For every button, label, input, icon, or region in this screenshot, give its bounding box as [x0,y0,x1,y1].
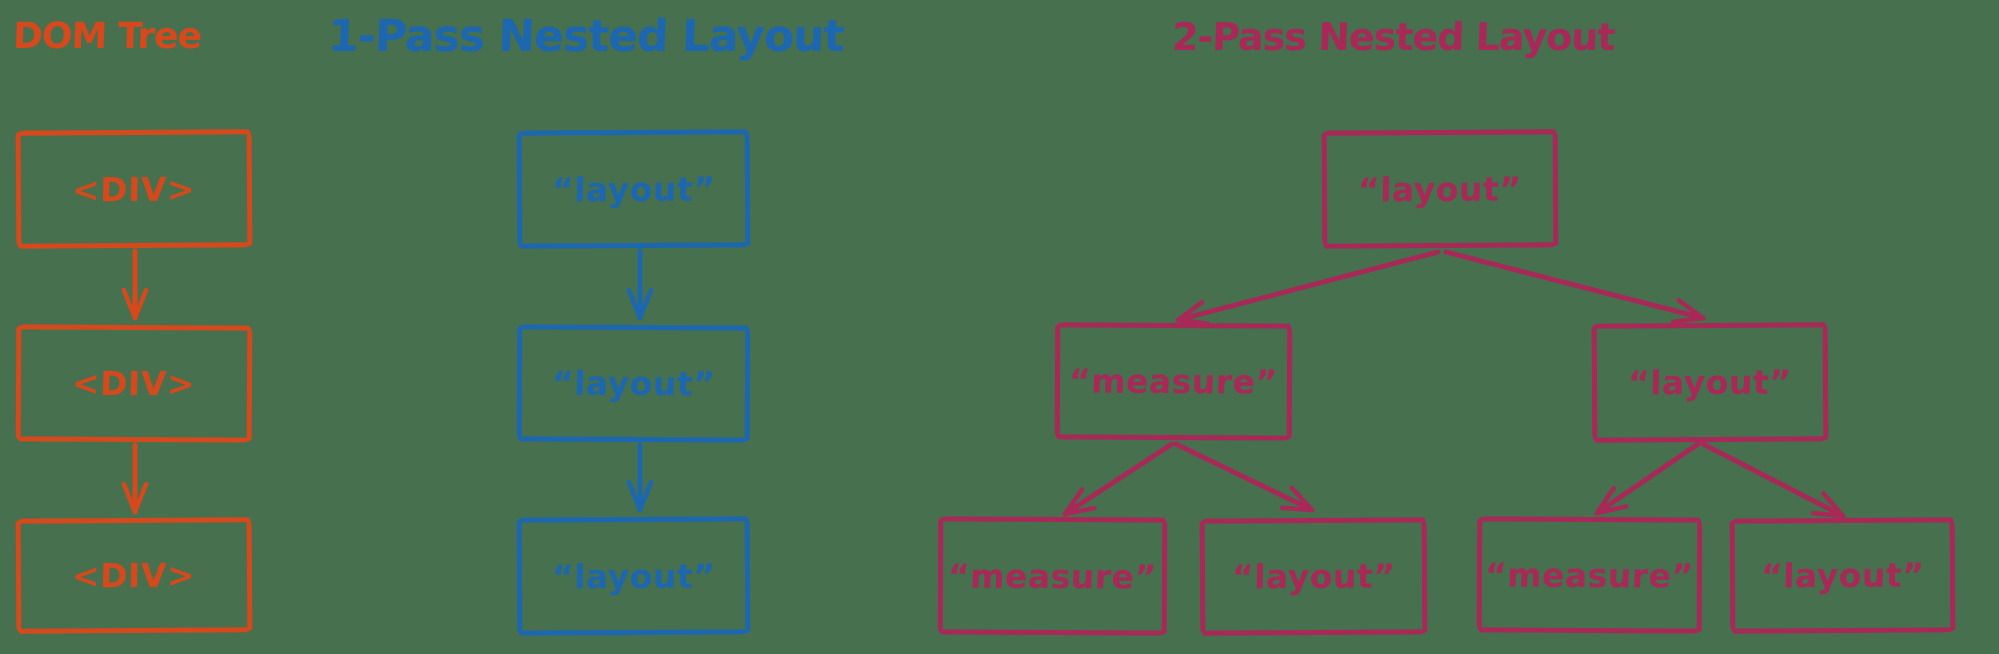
edge-arrow [1443,249,1706,325]
node-label: “layout” [551,363,716,404]
node-label: <DIV> [72,169,196,209]
node-label: “measure” [947,555,1158,597]
node-label: “layout” [551,555,716,597]
node-label: <DIV> [71,363,197,404]
edge-arrow [1173,441,1315,513]
node-leaf-measure-1: “measure” [937,516,1168,636]
node-mid-measure: “measure” [1054,322,1293,441]
edge-arrow [1062,441,1175,517]
edge-arrow [121,248,149,321]
node-label: <DIV> [72,555,196,596]
node-label: “layout” [1231,556,1396,597]
node-div-3: <DIV> [15,517,253,634]
node-label: “layout” [1760,555,1925,596]
edge-arrow [1594,441,1701,516]
node-div-1: <DIV> [15,129,253,249]
node-layout-1: “layout” [516,129,751,249]
edge-arrow [121,442,149,515]
edge-arrow [1700,441,1846,519]
node-div-2: <DIV> [15,324,253,443]
node-label: “measure” [1484,554,1695,596]
node-leaf-measure-2: “measure” [1476,516,1703,634]
node-leaf-layout-2: “layout” [1729,517,1956,634]
node-label: “layout” [1627,362,1793,403]
node-leaf-layout-1: “layout” [1199,517,1428,636]
node-label: “measure” [1068,361,1279,402]
node-layout-2: “layout” [516,324,751,443]
diagram-title-two-pass-nested-layout: 2-Pass Nested Layout [1171,15,1616,59]
node-mid-layout: “layout” [1591,322,1829,443]
edge-arrow [626,248,654,321]
diagram-title-one-pass-nested-layout: 1-Pass Nested Layout [327,11,845,62]
node-root-layout: “layout” [1321,129,1559,249]
edge-arrow [626,442,654,513]
node-label: “layout” [1357,168,1523,210]
node-label: “layout” [551,168,716,210]
node-layout-3: “layout” [516,516,751,636]
diagram-title-dom-tree: DOM Tree [12,16,202,57]
edge-arrow [1175,249,1441,326]
